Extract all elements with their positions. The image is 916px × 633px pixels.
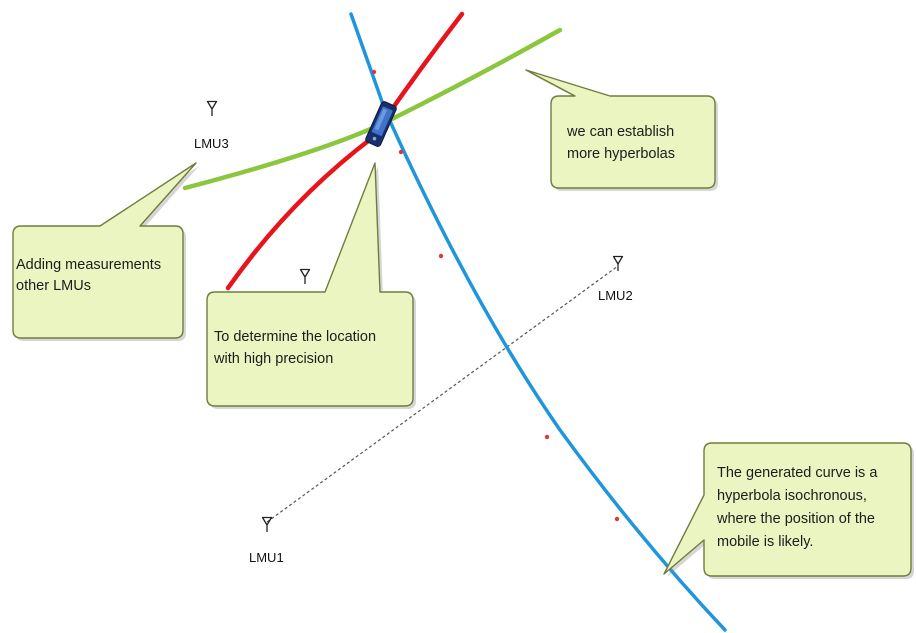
- green-hyperbola: [182, 27, 563, 191]
- curve-marker: [438, 253, 444, 259]
- lmu1-lmu2-baseline: [266, 265, 619, 523]
- callout-precision-text-line-2: with high precision: [213, 351, 333, 367]
- lmu3-label: LMU3: [194, 136, 229, 151]
- unlabeled-station: [299, 268, 311, 284]
- callout-generated-text-line-4: mobile is likely.: [717, 534, 813, 550]
- lmu1-label: LMU1: [249, 550, 284, 565]
- antenna-icon: [612, 255, 624, 271]
- callout-establish-hyperbolas: we can establish more hyperbolas: [525, 69, 718, 191]
- callout-generated-text-line-2: hyperbola isochronous,: [717, 488, 867, 504]
- curve-marker: [398, 149, 404, 155]
- antenna-icon: [206, 100, 218, 116]
- callout-adding-measurements: Adding measurements other LMUs: [12, 162, 199, 341]
- blue-hyperbola: [349, 12, 727, 632]
- curve-marker: [614, 516, 620, 522]
- antenna-icon: [299, 268, 311, 284]
- callout-adding-text-line-1: Adding measurements: [16, 257, 161, 273]
- lmu3-station: LMU3: [194, 100, 229, 151]
- callout-generated-curve: The generated curve is a hyperbola isoch…: [663, 442, 914, 579]
- callout-establish-text-line-1: we can establish: [566, 124, 674, 140]
- callout-generated-text-line-3: where the position of the: [716, 511, 875, 527]
- callout-precision-text-line-1: To determine the location: [214, 329, 376, 345]
- callout-establish-text-line-2: more hyperbolas: [567, 146, 675, 162]
- callout-generated-text-line-1: The generated curve is a: [717, 465, 878, 481]
- curve-marker: [544, 434, 550, 440]
- lmu1-station: LMU1: [249, 516, 284, 565]
- lmu2-station: LMU2: [598, 255, 633, 303]
- curve-markers: [371, 69, 620, 522]
- callout-high-precision: To determine the location with high prec…: [206, 162, 416, 409]
- mobile-phone-icon: [365, 101, 397, 147]
- lmu2-label: LMU2: [598, 288, 633, 303]
- antenna-icon: [261, 516, 273, 532]
- curve-marker: [371, 69, 377, 75]
- callout-adding-text-line-2: other LMUs: [16, 278, 91, 294]
